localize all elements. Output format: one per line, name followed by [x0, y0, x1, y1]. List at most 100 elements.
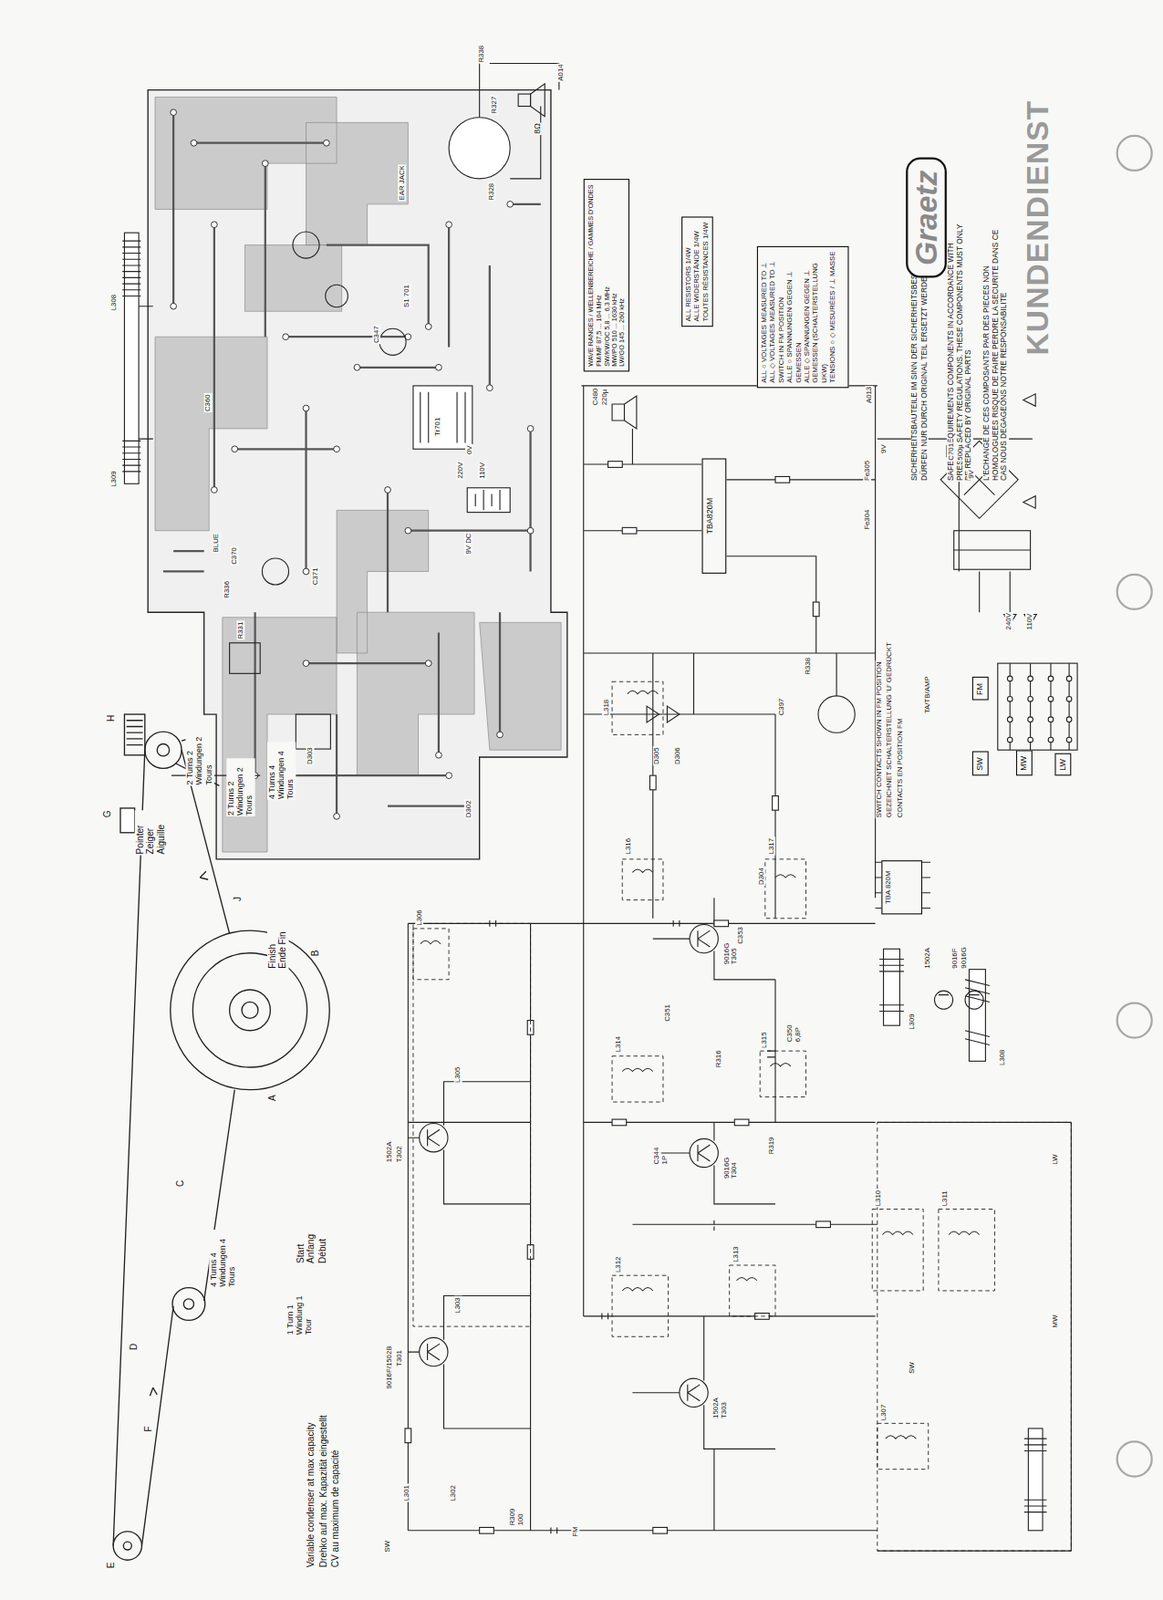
drawing-stroke: [877, 1121, 1072, 1551]
part-label: FM: [571, 1525, 580, 1538]
part-label: LW: [1050, 1152, 1060, 1165]
part-label: J: [232, 895, 244, 903]
drawing-stroke: [1009, 663, 1070, 750]
drawing-stroke: [1048, 675, 1054, 682]
warning-triangle: [1023, 394, 1036, 509]
part-label: C480: [591, 386, 601, 406]
drawing-stroke: [120, 808, 135, 833]
drawing-stroke: [816, 1221, 831, 1228]
part-label: L309: [907, 1012, 916, 1031]
drawing-stroke: [1028, 1428, 1043, 1531]
drawing-stroke: [1007, 716, 1013, 723]
drawing-stroke: [965, 979, 990, 1046]
switch-key: LW: [1054, 753, 1071, 777]
part-label: R338: [803, 656, 812, 676]
part-label: R309: [508, 1507, 517, 1527]
drawing-stroke: [282, 333, 290, 341]
part-label: SW: [907, 1360, 916, 1375]
drawing-stroke: [518, 93, 530, 106]
part-label: 220µ: [601, 388, 610, 407]
drawing-stroke: [530, 83, 546, 117]
note-text: 4 Turns 4 Windungen 4 Tours: [267, 741, 296, 800]
drawing-stroke: [879, 958, 904, 1011]
drawing-stroke: [124, 232, 139, 484]
part-label: Variable condenser at max capacity: [306, 1421, 318, 1568]
drawing-stroke: [413, 928, 449, 980]
part-label: T305: [730, 946, 739, 966]
drawing-stroke: [1117, 574, 1153, 610]
drawing-stroke: [436, 751, 443, 759]
drawing-stroke: [325, 284, 349, 308]
part-label: EAR JACK: [397, 164, 406, 202]
drawing-stroke: [420, 392, 466, 444]
drawing-stroke: [679, 1378, 708, 1407]
part-label: L308: [110, 293, 119, 312]
drawing-stroke: [183, 1298, 194, 1309]
part-label: G: [102, 809, 114, 819]
circuit-wiring: [404, 385, 1071, 1551]
drawing-stroke: [612, 1056, 664, 1102]
table-header: WAVE RANGES / WELLENBEREICHE / GAMMES D'…: [586, 184, 595, 367]
part-label: 1502A: [712, 1396, 721, 1420]
drawing-stroke: [938, 994, 980, 996]
part-label: Fe305: [862, 459, 872, 482]
box-text: ALLE WIDERSTÄNDE 1/4W: [693, 221, 702, 322]
drawing-stroke: [425, 323, 432, 331]
part-label: L314: [613, 1035, 623, 1054]
part-label: CONTACTS EN POSITION FM: [895, 716, 904, 819]
drawing-stroke: [1066, 695, 1072, 702]
drawing-stroke: [419, 1123, 448, 1153]
drawing-stroke: [436, 363, 443, 371]
drawing-stroke: [1028, 695, 1034, 702]
note-box: ALL RESISTORS 1/4WALLE WIDERSTÄNDE 1/4WT…: [681, 216, 714, 327]
drawing-stroke: [190, 139, 198, 146]
box-text: TBA820M: [705, 463, 716, 569]
box-text: ALL ◇ VOLTAGES MEASURED TO ⊥ SWITCH IN F…: [768, 250, 787, 383]
drawing-stroke: [1048, 737, 1054, 743]
part-label: L308: [997, 1048, 1007, 1067]
ic-symbol: TBA820M: [701, 457, 727, 573]
part-label: R328: [488, 182, 497, 202]
part-label: CV au maximum de capacité: [330, 1448, 342, 1568]
drawing-stroke: [172, 1287, 206, 1321]
drawing-stroke: [1007, 737, 1013, 743]
drawing-stroke: [241, 1001, 259, 1018]
part-label: SW: [384, 1539, 393, 1554]
part-label: D303: [306, 746, 315, 766]
part-label: C351: [663, 1003, 672, 1023]
drawing-stroke: [404, 461, 831, 1534]
drawing-stroke: [333, 446, 341, 453]
box-text: LW/GO 145 ... 260 kHz: [618, 184, 627, 367]
note-text: L'ECHANGE DE CES COMPOSANTS PAR DES PIEC…: [982, 212, 1009, 482]
part-label: L303: [454, 1296, 463, 1315]
part-label: R327: [489, 95, 499, 115]
part-label: L317: [767, 837, 776, 856]
drawing-stroke: [486, 384, 493, 392]
drawing-stroke: [622, 859, 664, 901]
part-label: 1P: [661, 1154, 670, 1166]
drawing-stroke: [1028, 716, 1034, 723]
drawing-stroke: [775, 476, 790, 483]
drawing-stroke: [134, 820, 209, 1396]
drawing-stroke: [467, 488, 510, 513]
drawing-stroke: [1007, 675, 1013, 682]
drawing-stroke: [1066, 675, 1072, 682]
box-text: ALLE ◇ SPANNUNGEN GEGEN ⊥ GEMESSEN (SCHA…: [802, 250, 829, 383]
part-label: 9V: [879, 443, 888, 455]
part-label: 6,8P: [793, 1026, 802, 1043]
drawing-stroke: [507, 200, 514, 208]
drawing-stroke: [229, 989, 271, 1031]
part-label: 100: [516, 1512, 525, 1527]
drawing-stroke: [427, 930, 711, 1402]
part-label: T304: [730, 1161, 739, 1180]
part-label: 8Ω: [532, 122, 542, 135]
drawing-stroke: [379, 328, 406, 355]
part-label: L315: [759, 1030, 769, 1049]
part-label: 9V: [966, 468, 976, 480]
drawing-stroke: [295, 714, 331, 749]
switch-key: FM: [972, 676, 989, 701]
drawing-stroke: [759, 1050, 806, 1097]
drawing-stroke: [1117, 135, 1153, 171]
drawing-stroke: [649, 775, 656, 790]
